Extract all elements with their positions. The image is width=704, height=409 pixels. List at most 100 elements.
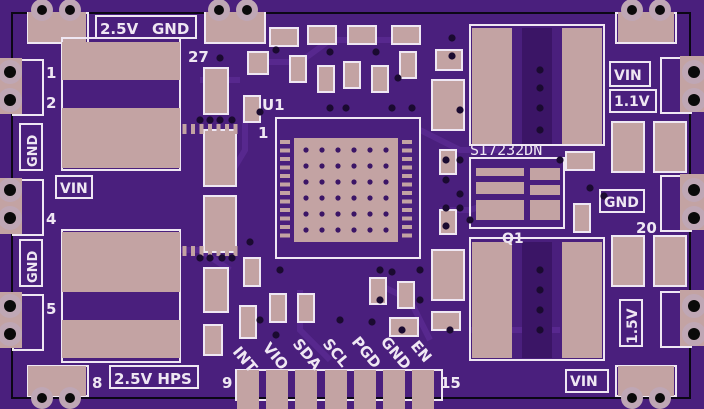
qfn-pin xyxy=(402,157,412,161)
via xyxy=(536,286,544,294)
qfn-pin xyxy=(280,140,290,144)
qfn-pin xyxy=(199,124,204,134)
qfn-pin xyxy=(157,124,161,134)
via xyxy=(228,254,236,262)
thermal-via xyxy=(335,163,341,169)
thermal-via xyxy=(383,227,389,233)
qfn-pin xyxy=(280,208,290,212)
qfn-pin xyxy=(182,124,187,134)
inductor-l4 xyxy=(469,237,605,361)
via xyxy=(388,104,396,112)
label-1v5: 1.5V xyxy=(625,308,641,344)
label-pin-4-left: 4 xyxy=(46,210,56,228)
qfn-pin xyxy=(402,216,412,221)
via xyxy=(466,216,474,224)
label-pin-15: 15 xyxy=(440,374,461,392)
via xyxy=(442,222,450,230)
thermal-via xyxy=(335,195,341,201)
qfn-pin xyxy=(191,246,195,256)
via xyxy=(388,268,396,276)
qfn-pin xyxy=(280,182,290,187)
label-pin-27: 27 xyxy=(188,48,209,66)
thermal-via xyxy=(335,211,341,217)
thermal-via xyxy=(383,211,389,217)
bottom-left-connector xyxy=(27,365,89,409)
via xyxy=(276,266,284,274)
qfn-pin xyxy=(157,246,161,256)
via xyxy=(196,254,204,262)
qfn-pin xyxy=(233,124,238,134)
via xyxy=(342,104,350,112)
thermal-via xyxy=(319,211,325,217)
via xyxy=(536,126,544,134)
thermal-via xyxy=(303,179,309,185)
via xyxy=(536,266,544,274)
qfn-pin xyxy=(148,124,153,134)
qfn-pin xyxy=(225,246,229,256)
thermal-via xyxy=(303,195,309,201)
bottom-signal-header xyxy=(235,369,443,409)
thermal-via xyxy=(367,227,373,233)
label-pin-2-left: 2 xyxy=(46,94,56,112)
inductor-l2 xyxy=(61,229,181,363)
via xyxy=(456,204,464,212)
qfn-pin xyxy=(191,124,195,134)
via xyxy=(586,184,594,192)
passives-top-row xyxy=(247,25,463,93)
label-pin-8: 8 xyxy=(92,374,102,392)
label-vin-left: VIN xyxy=(60,181,88,197)
via xyxy=(256,316,264,324)
qfn-pin xyxy=(199,246,204,256)
qfn-pin xyxy=(402,199,412,204)
label-u1-ref: U1 xyxy=(262,96,285,114)
qfn-pin xyxy=(225,124,229,134)
top-right-connector xyxy=(615,0,677,44)
qfn-pin xyxy=(280,216,290,221)
via xyxy=(408,104,416,112)
qfn-pin xyxy=(174,124,178,134)
via xyxy=(206,254,214,262)
label-1v1: 1.1V xyxy=(614,94,650,110)
qfn-pin xyxy=(402,225,412,229)
via xyxy=(456,190,464,198)
via xyxy=(446,326,454,334)
label-pin-9: 9 xyxy=(222,374,232,392)
via xyxy=(442,204,450,212)
via xyxy=(368,318,376,326)
qfn-pin xyxy=(402,148,412,153)
qfn-pin xyxy=(165,246,170,256)
inductor-l3 xyxy=(469,24,605,146)
label-pin-20: 20 xyxy=(636,219,657,237)
left-through-holes xyxy=(0,60,22,346)
via xyxy=(416,266,424,274)
label-pin-1-left: 1 xyxy=(46,64,56,82)
via xyxy=(326,104,334,112)
label-vin-right-top: VIN xyxy=(614,68,642,84)
top-mid-connector xyxy=(204,0,266,44)
bottom-right-connector xyxy=(615,365,677,409)
qfn-pin xyxy=(280,233,290,238)
via xyxy=(442,156,450,164)
right-label-boxes xyxy=(55,61,657,393)
qfn-pin xyxy=(402,191,412,195)
qfn-pin xyxy=(280,165,290,170)
qfn-pin xyxy=(233,246,238,256)
via xyxy=(536,66,544,74)
qfn-pin xyxy=(174,246,178,256)
label-gnd-left-b: GND xyxy=(26,250,41,283)
via xyxy=(376,296,384,304)
via xyxy=(416,296,424,304)
rail-label-box-bottom xyxy=(109,365,199,389)
qfn-pin xyxy=(402,140,412,144)
label-si7232dn: SI7232DN xyxy=(470,141,542,159)
thermal-via xyxy=(335,227,341,233)
thermal-via xyxy=(319,195,325,201)
label-2v5-top: 2.5V xyxy=(100,20,139,38)
qfn-pin xyxy=(140,246,144,256)
label-2v5-hps: 2.5V HPS xyxy=(114,370,192,388)
via xyxy=(272,331,280,339)
thermal-via xyxy=(319,227,325,233)
thermal-via xyxy=(319,147,325,153)
thermal-via xyxy=(367,179,373,185)
